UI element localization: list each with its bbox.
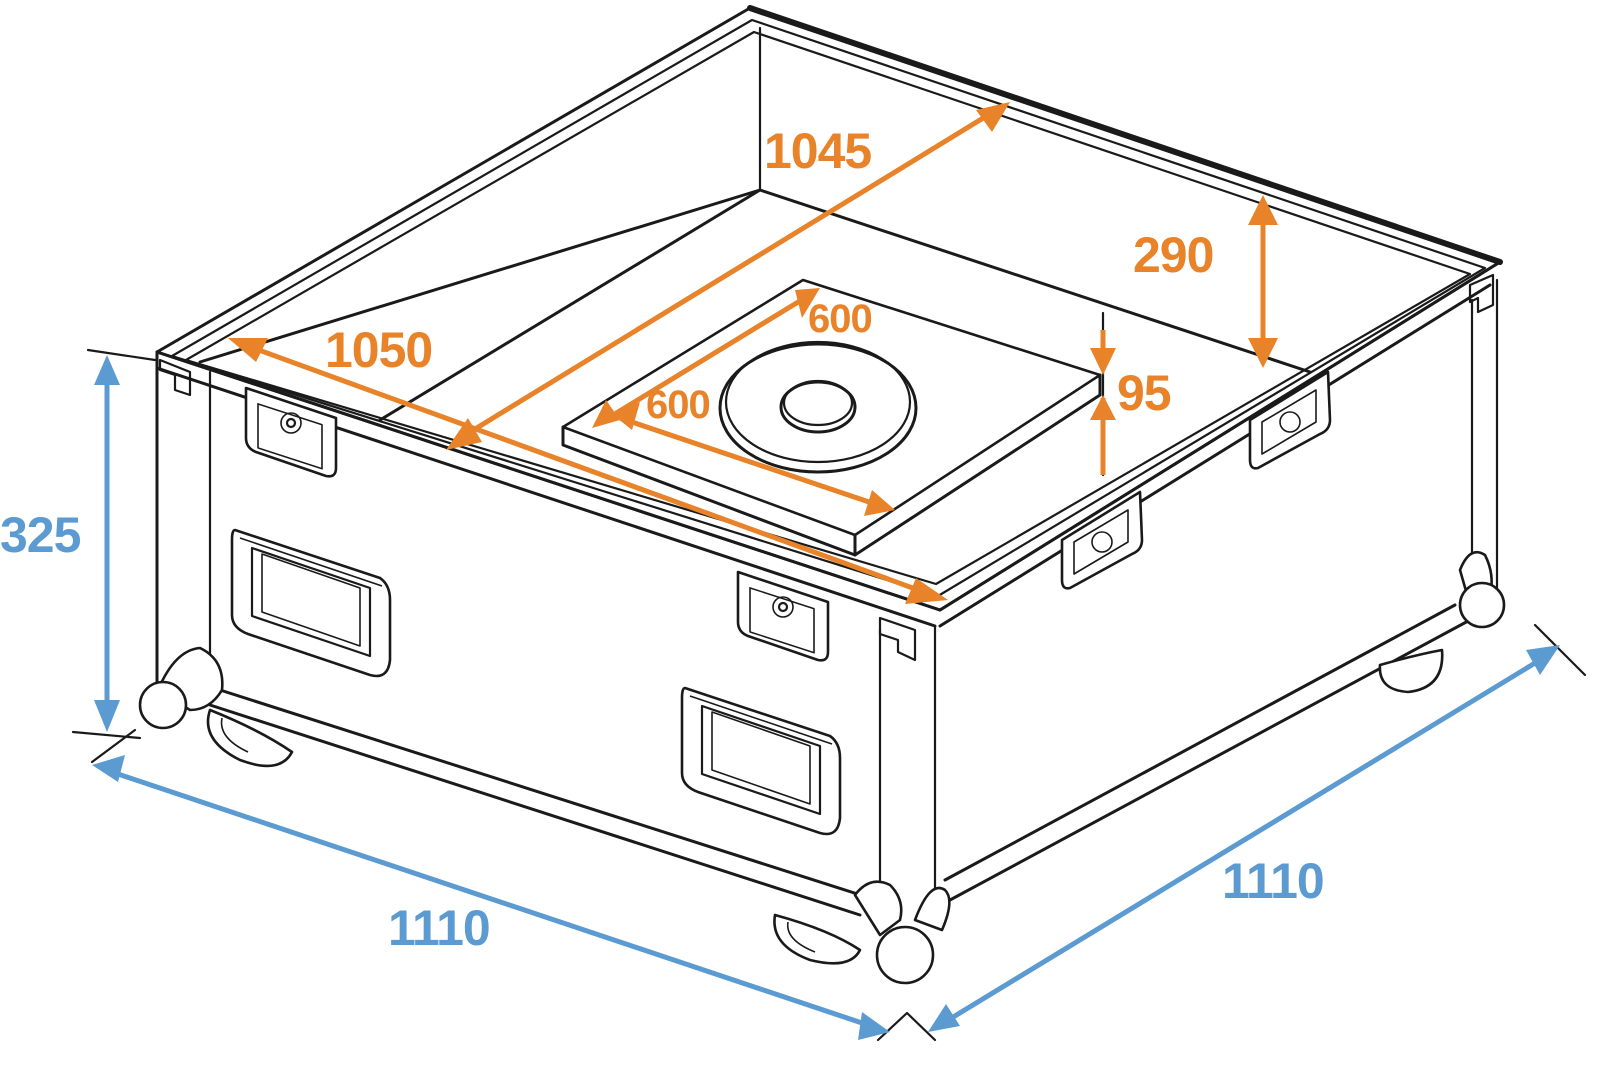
- dimension-inner-height: [1248, 195, 1278, 368]
- butterfly-latch: [1248, 370, 1332, 470]
- butterfly-latch: [1060, 490, 1144, 590]
- label-inner-height: 290: [1133, 227, 1213, 283]
- label-plate-depth: 600: [646, 383, 710, 427]
- label-inner-width: 1045: [764, 123, 871, 179]
- castor-wheel: [773, 913, 862, 965]
- butterfly-latch: [244, 386, 338, 478]
- recessed-handle: [680, 686, 842, 836]
- ball-corner: [853, 880, 951, 985]
- dimension-plate-height: [1090, 330, 1116, 475]
- dimension-plate-width: [592, 288, 820, 428]
- ball-corner: [1458, 550, 1506, 629]
- circular-recess: [718, 340, 918, 474]
- label-outer-front-length: 1110: [388, 900, 490, 956]
- right-face: [938, 260, 1502, 902]
- dimension-outer-side-length: [928, 645, 1560, 1032]
- label-inner-length: 1050: [325, 322, 432, 378]
- dimension-plate-depth: [612, 402, 895, 516]
- dimension-outer-height: [94, 355, 120, 732]
- label-plate-width: 600: [808, 297, 872, 341]
- inner-walls: [198, 26, 1312, 422]
- insert-plate: [561, 278, 1102, 557]
- castor-wheel: [206, 708, 294, 768]
- label-plate-height: 95: [1117, 365, 1171, 421]
- ball-corner: [138, 646, 224, 730]
- dimension-inner-length: [228, 338, 948, 604]
- corner-brackets: [158, 273, 1495, 662]
- recessed-handle: [230, 528, 392, 678]
- label-outer-side-length: 1110: [1222, 853, 1324, 909]
- label-outer-height: 325: [0, 507, 81, 563]
- castor-wheel: [1378, 648, 1444, 694]
- dimension-inner-width: [446, 102, 1010, 450]
- dimension-outer-front-length: [92, 755, 890, 1040]
- butterfly-latch: [736, 570, 830, 662]
